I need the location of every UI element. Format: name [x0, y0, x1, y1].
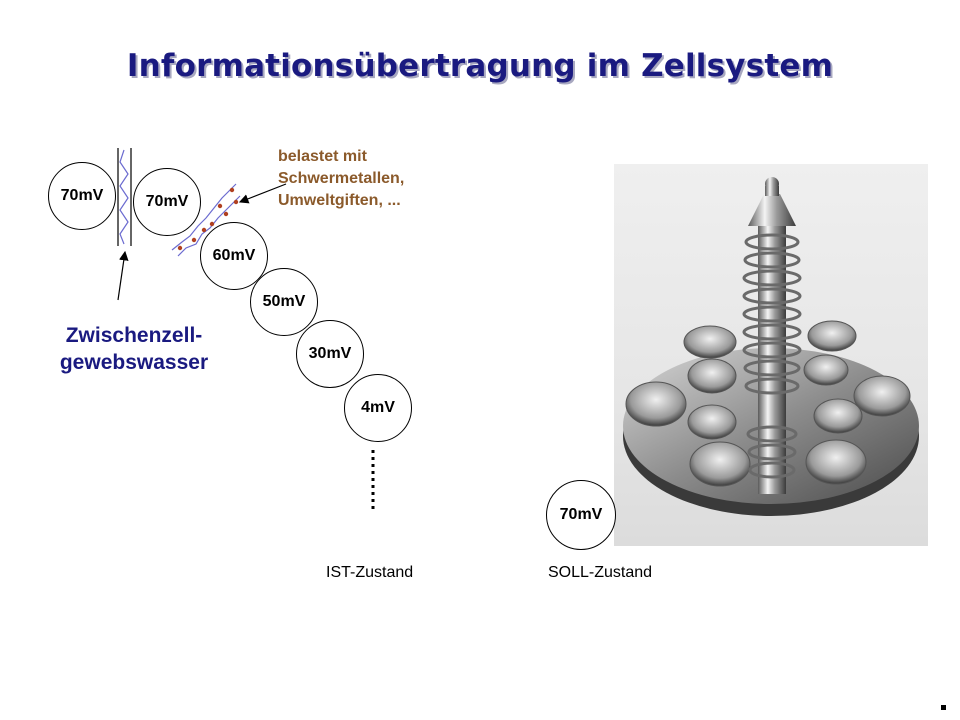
- cell-label: 60mV: [212, 247, 256, 264]
- page-title: Informationsübertragung im Zellsystem: [126, 48, 834, 84]
- pollutant-line: belastet mit: [278, 148, 367, 165]
- cell-3: 60mV: [200, 222, 268, 290]
- ist-state-label: IST-Zustand: [326, 564, 414, 581]
- fluid-line: Zwischenzell-: [65, 324, 203, 347]
- cell-label: 70mV: [60, 187, 104, 204]
- cell-6: 4mV: [344, 374, 412, 442]
- fluid-arrow: [117, 250, 129, 301]
- device-illustration: [623, 177, 919, 516]
- cell-5: 30mV: [296, 320, 364, 388]
- device-photo: [614, 164, 928, 546]
- pollutant-arrow: [238, 183, 287, 204]
- pollution-dots: [177, 187, 239, 251]
- cell-target: 70mV: [546, 480, 616, 550]
- cell-label: 4mV: [361, 399, 395, 416]
- corner-marker: [941, 705, 946, 710]
- cell-2: 70mV: [133, 168, 201, 236]
- soll-state-label: SOLL-Zustand: [548, 564, 653, 581]
- cell-1: 70mV: [48, 162, 116, 230]
- cell-label: 50mV: [262, 293, 306, 310]
- cell-label: 70mV: [559, 506, 603, 523]
- cell-label: 30mV: [308, 345, 352, 362]
- fluid-line: gewebswasser: [59, 351, 209, 374]
- fluid-annotation: Zwischenzell- gewebswasser: [46, 322, 222, 376]
- cell-label: 70mV: [145, 193, 189, 210]
- pollutant-line: Schwermetallen,: [278, 170, 405, 187]
- pollution-wave-2: [177, 195, 241, 257]
- pollutant-annotation: belastet mit Schwermetallen, Umweltgifte…: [278, 146, 404, 212]
- pollution-wave-1: [171, 183, 237, 251]
- pollutant-line: Umweltgiften, ...: [278, 192, 401, 209]
- fluid-wave: [119, 149, 129, 245]
- cell-4: 50mV: [250, 268, 318, 336]
